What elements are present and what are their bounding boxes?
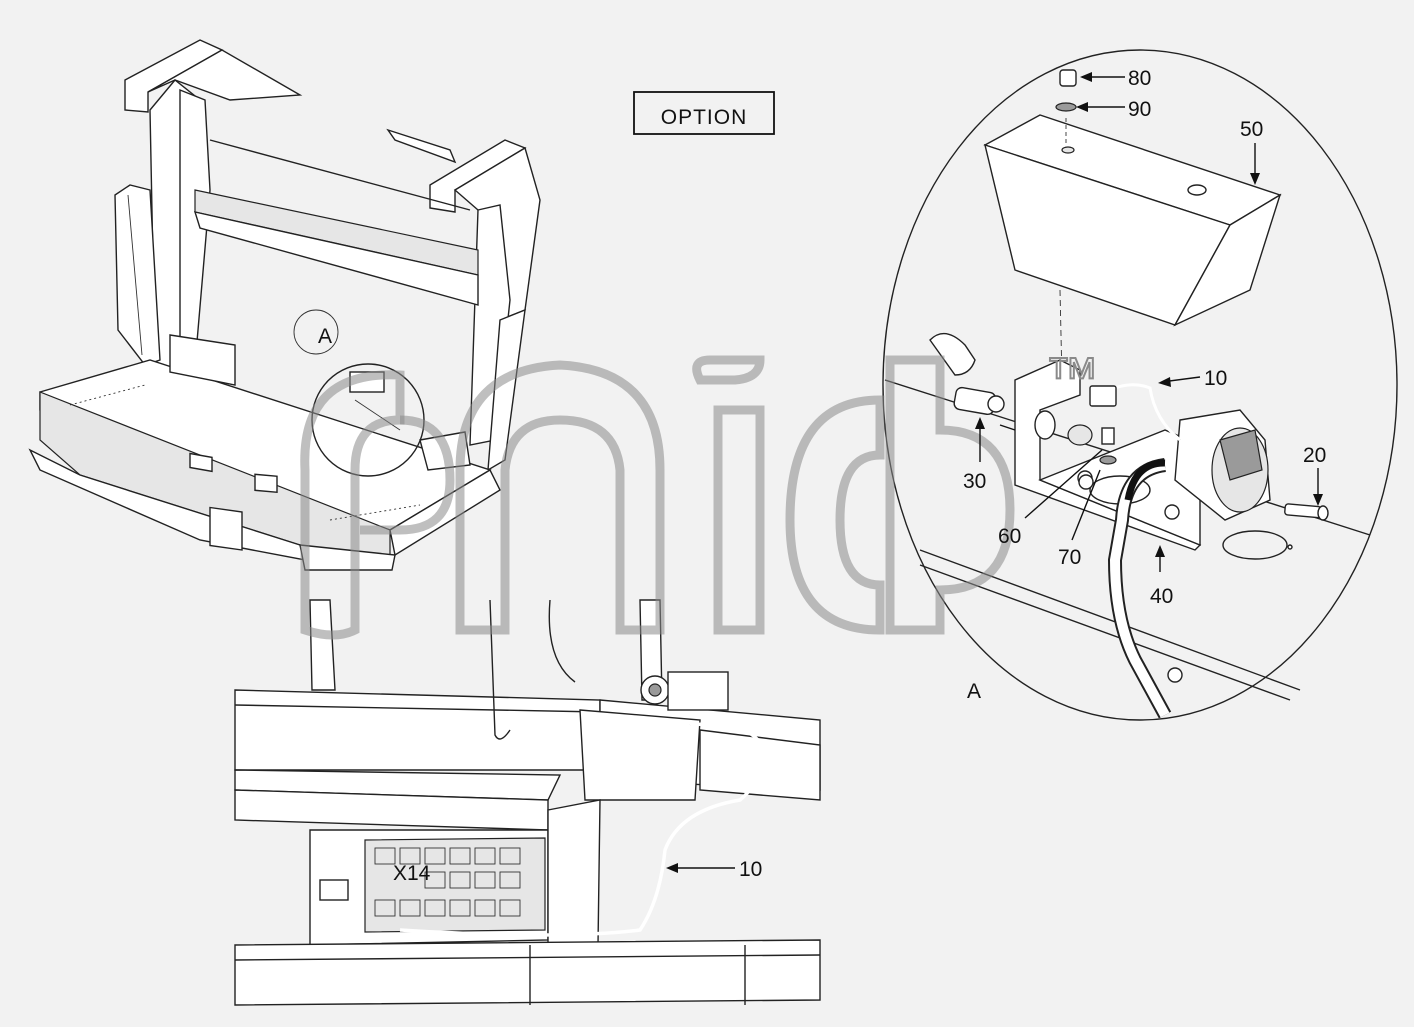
callout-70: 70 <box>1058 546 1081 569</box>
chassis-assembly <box>234 599 821 1006</box>
callout-40: 40 <box>1150 585 1173 608</box>
socket-body <box>1174 409 1271 521</box>
callout-80: 80 <box>1128 67 1151 90</box>
callout-10-detail: 10 <box>1204 367 1227 390</box>
watermark-logo: ™ <box>300 346 1100 640</box>
connector-label-x14: X14 <box>393 862 431 885</box>
callout-arrows <box>666 72 1323 873</box>
plug-part-30 <box>929 332 1093 446</box>
detail-view-a <box>882 49 1398 721</box>
detail-caption-a: A <box>967 680 981 703</box>
callout-20: 20 <box>1303 444 1326 467</box>
option-label: OPTION <box>661 106 748 129</box>
callout-50: 50 <box>1240 118 1263 141</box>
detail-marker-a: A <box>318 325 332 348</box>
callout-90: 90 <box>1128 98 1151 121</box>
cover-part-50 <box>983 114 1282 327</box>
trademark-symbol: ™ <box>1045 347 1099 407</box>
callout-10-chassis: 10 <box>739 858 762 881</box>
callout-60: 60 <box>998 525 1021 548</box>
option-box: OPTION <box>633 91 775 135</box>
callout-30: 30 <box>963 470 986 493</box>
